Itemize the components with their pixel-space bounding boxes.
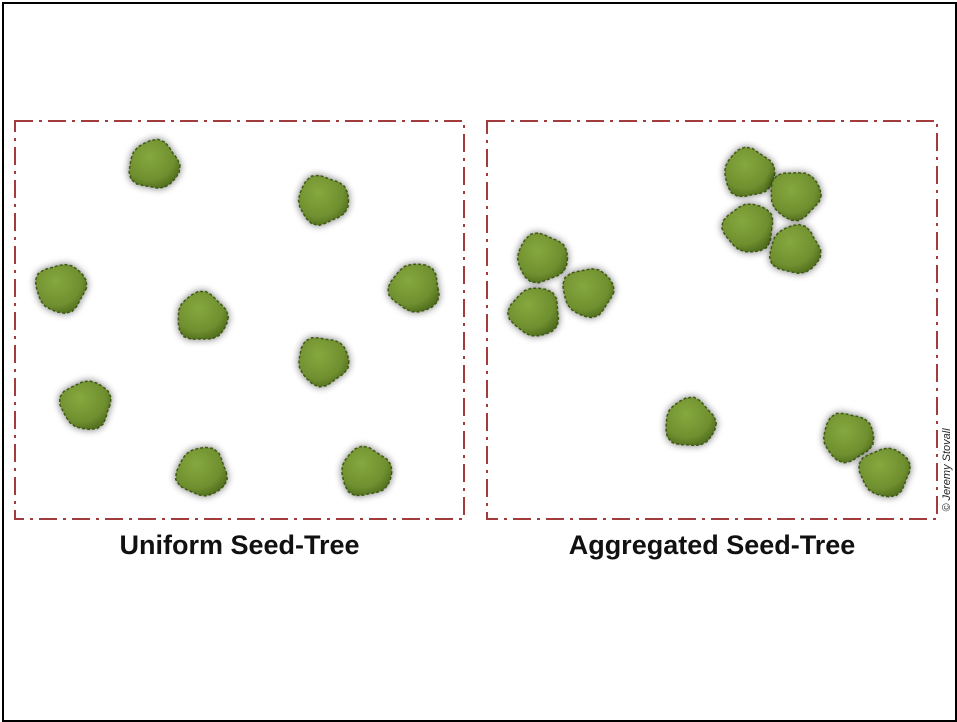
uniform-seed-tree-caption: Uniform Seed-Tree <box>119 530 360 560</box>
seed-tree-crown <box>822 412 875 464</box>
seed-tree-crown <box>721 203 774 253</box>
aggregated-seed-tree-caption: Aggregated Seed-Tree <box>568 530 856 560</box>
seed-tree-crown <box>770 172 823 222</box>
aggregated-seed-tree-diagram <box>486 120 938 520</box>
uniform-seed-tree-panel <box>14 120 465 520</box>
seed-tree-crown <box>341 445 393 497</box>
seed-tree-crown <box>34 263 88 315</box>
copyright-credit: © Jeremy Stovall <box>941 428 953 512</box>
seed-tree-crown <box>174 446 228 497</box>
seed-tree-crown <box>516 232 569 284</box>
seed-tree-crown <box>58 380 112 431</box>
dash-dot-border <box>14 120 465 520</box>
aggregated-seed-tree-panel <box>486 120 938 520</box>
seed-tree-crown <box>768 223 822 275</box>
dash-dot-border <box>486 120 938 520</box>
seed-tree-crown <box>562 268 615 319</box>
seed-tree-crown <box>858 447 912 498</box>
seed-tree-crown <box>665 396 718 447</box>
seed-tree-crown <box>506 287 560 337</box>
seed-tree-crown <box>177 290 230 340</box>
seed-tree-crown <box>128 138 181 189</box>
seed-tree-crown <box>724 146 776 198</box>
uniform-seed-tree-diagram <box>14 120 465 520</box>
seed-tree-crown <box>298 336 350 388</box>
seed-tree-crown <box>387 263 440 313</box>
seed-tree-crown <box>297 174 350 227</box>
